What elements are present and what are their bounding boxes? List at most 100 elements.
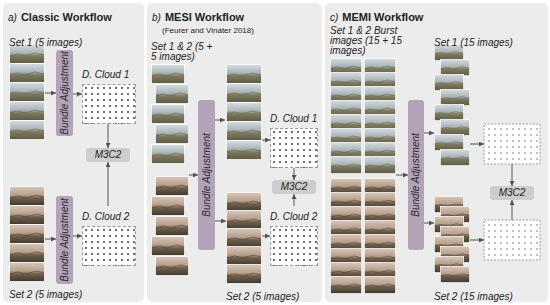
flow-arrow [262, 140, 270, 141]
image-stack: Set 1 & 2 Burst images (15 + 15 images) [330, 58, 396, 294]
photo-thumb [226, 192, 261, 211]
photo-thumb [151, 236, 184, 255]
dot-cloud-box [82, 226, 136, 266]
stack-label: Set 2 (15 images) [434, 292, 513, 302]
photo-thumb [434, 134, 463, 150]
flow-arrow [294, 168, 295, 180]
box-label: M3C2 [95, 150, 122, 160]
citation: (Feurer and Vinater 2018) [162, 26, 322, 35]
flow-arrow [108, 162, 109, 206]
point-cloud: D. Cloud 2 [82, 206, 136, 266]
photo-thumb [364, 276, 395, 293]
panel-ground [147, 3, 322, 302]
flow-arrow [215, 120, 225, 121]
flow-arrow [512, 164, 513, 186]
photo-thumb [155, 84, 188, 103]
panel-letter: a) [8, 12, 17, 23]
photo-thumb [434, 104, 463, 120]
box-label: Bundle Adjustment [60, 198, 70, 282]
comparison-box: M3C2 [490, 186, 534, 200]
photo-thumb [226, 102, 261, 121]
cloud-label: D. Cloud 1 [82, 70, 129, 80]
panel-letter: b) [152, 12, 161, 23]
image-stack: Set 1 & 2 (5 + 5 images) [151, 64, 189, 276]
cloud-label: D. Cloud 2 [82, 212, 129, 222]
photo-thumb [9, 186, 44, 205]
flow-arrows [215, 120, 512, 240]
box-label: Bundle Adjustment [202, 133, 212, 217]
flow-arrow [424, 133, 434, 134]
image-stack: Set 1 (5 images) [9, 44, 45, 140]
photo-thumb [155, 124, 188, 143]
photo-thumb [226, 210, 261, 229]
photo-thumb [226, 64, 261, 83]
point-cloud: D. Cloud 1 [82, 64, 136, 124]
photo-thumb [440, 119, 469, 135]
workflow-panel: c) MEMI WorkflowSet 1 & 2 Burst images (1… [325, 3, 548, 302]
photo-thumb [151, 104, 184, 123]
flow-arrow [45, 93, 56, 94]
flow-arrow [470, 144, 484, 145]
dot-cloud-box [270, 128, 318, 168]
photo-thumb [440, 59, 469, 75]
photo-thumb [330, 156, 361, 173]
flow-arrow [262, 236, 270, 237]
flow-arrow [189, 175, 198, 176]
stack-label: Set 1 (15 images) [434, 38, 513, 48]
process-box: Bundle Adjustment [198, 100, 215, 250]
photo-thumb [434, 74, 463, 90]
point-cloud [484, 124, 540, 164]
photo-thumb [226, 83, 261, 102]
stack-label: Set 1 & 2 Burst images (15 + 15 images) [330, 26, 404, 56]
process-box: Bundle Adjustment [408, 100, 424, 250]
box-label: Bundle Adjustment [60, 51, 70, 135]
photo-thumb [151, 64, 184, 83]
panel-ground [3, 3, 144, 302]
photo-thumb [9, 63, 44, 82]
process-box: Bundle Adjustment [56, 196, 73, 284]
stack-label: Set 2 (5 images) [226, 292, 299, 302]
photo-thumb [226, 228, 261, 247]
panel-title: Classic Workflow [21, 11, 112, 23]
comparison-box: M3C2 [86, 148, 130, 162]
panel-title: MEMI Workflow [342, 11, 423, 23]
photo-thumb [9, 243, 44, 262]
flow-arrow [470, 240, 484, 241]
stack-label: Set 1 & 2 (5 + 5 images) [151, 42, 215, 62]
box-label: M3C2 [281, 182, 308, 192]
flow-arrow [512, 200, 513, 220]
stack-label: Set 2 (5 images) [9, 290, 82, 300]
photo-thumb [440, 149, 469, 165]
panel-letter: c) [330, 12, 338, 23]
box-label: Bundle Adjustment [411, 133, 421, 217]
panel-title: MESI Workflow [165, 11, 244, 23]
photo-thumb [226, 140, 261, 159]
dot-cloud-box [82, 84, 136, 124]
photo-thumb [330, 276, 361, 293]
image-stack: Set 2 (5 images) [226, 192, 262, 284]
photo-thumb [9, 205, 44, 224]
workflow-panel: b) MESI Workflow (Feurer and Vinater 2018)… [147, 3, 322, 302]
image-stack [9, 44, 469, 293]
photo-thumb [226, 246, 261, 265]
flow-arrow [108, 124, 109, 148]
flow-arrow [73, 236, 82, 237]
flow-arrow [73, 94, 82, 95]
photo-thumb [155, 216, 188, 235]
image-stack: Set 2 (15 images) [434, 196, 470, 284]
dot-cloud-box [270, 226, 318, 266]
photo-thumb [440, 89, 469, 105]
image-stack: Set 1 (15 images) [434, 44, 470, 166]
cloud-label: D. Cloud 1 [270, 114, 317, 124]
photo-thumb [226, 121, 261, 140]
photo-thumb [151, 196, 184, 215]
comparison-box: M3C2 [272, 180, 316, 194]
photo-thumb [151, 144, 184, 163]
photo-thumb [364, 156, 395, 173]
flow-arrow [45, 239, 56, 240]
point-cloud [484, 220, 540, 260]
image-stack: Set 2 (5 images) [9, 186, 45, 282]
photo-thumb [155, 256, 188, 275]
photo-thumb [440, 266, 469, 282]
